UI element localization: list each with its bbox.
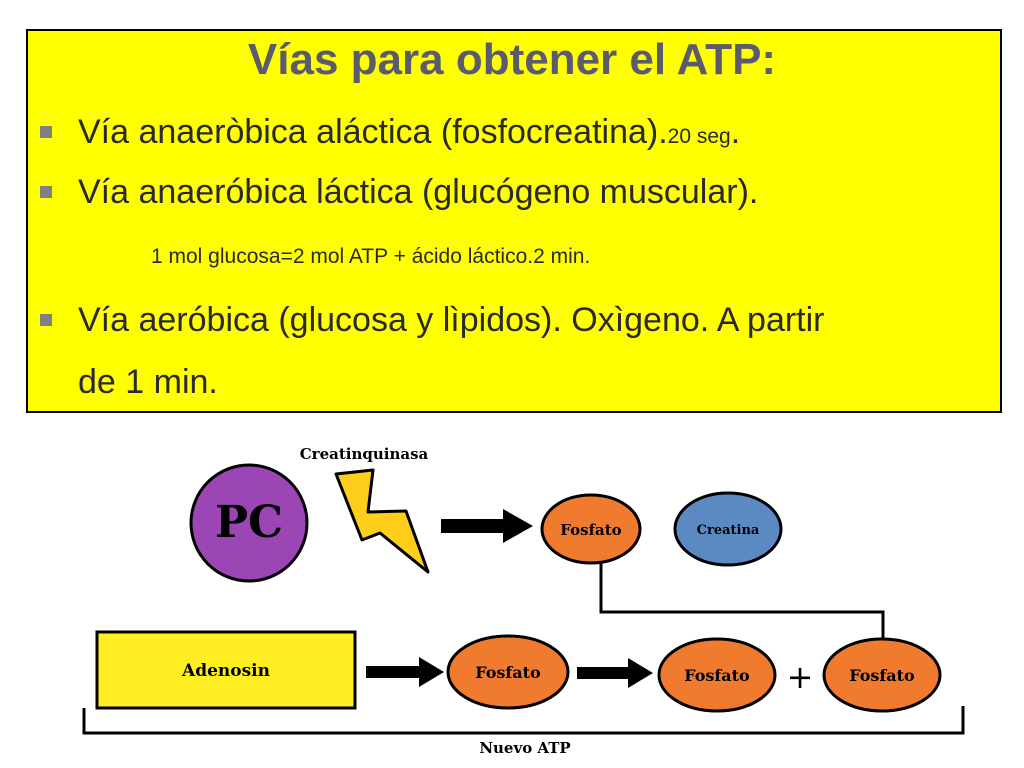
arrow-shaft	[366, 666, 422, 678]
bullet-period: .	[730, 113, 741, 151]
bullet-time: 20 seg	[667, 125, 731, 148]
fosfato-label-top: Fosfato	[560, 521, 621, 539]
connector-line	[599, 563, 885, 640]
creatina-label: Creatina	[697, 523, 760, 538]
nuevo-atp-label: Nuevo ATP	[479, 739, 570, 757]
bullet-lactic: Vía anaeróbica láctica (glucógeno muscul…	[40, 164, 759, 220]
arrow-head-icon	[628, 658, 653, 688]
fosfato-circle-2	[657, 637, 777, 713]
slide-title: Vías para obtener el ATP:	[247, 35, 777, 84]
fosfato-label-1: Fosfato	[475, 663, 541, 682]
creatina-circle	[673, 491, 783, 567]
atp-bracket	[82, 706, 965, 735]
pc-circle	[189, 463, 309, 583]
bullet-period: .	[748, 173, 759, 211]
bullet-square-icon	[40, 126, 52, 138]
bullet-alactic: Vía anaeròbica aláctica (fosfocreatina).…	[40, 104, 741, 165]
arrow-head-icon	[503, 509, 533, 543]
glucose-equation: 1 mol glucosa=2 mol ATP + ácido láctico.…	[151, 245, 591, 268]
enzyme-label: Creatinquinasa	[300, 445, 429, 463]
arrow-head-icon	[419, 657, 444, 687]
arrow-shaft	[441, 519, 506, 533]
fosfato-label-3: Fosfato	[849, 666, 915, 685]
pc-label: PC	[215, 497, 283, 548]
bullet-square-icon	[40, 186, 52, 198]
bullet-square-icon	[40, 314, 52, 326]
fosfato-circle-1	[446, 634, 570, 710]
bullet-text: Vía anaeròbica aláctica (fosfocreatina).	[78, 113, 668, 151]
arrow-shaft	[577, 667, 631, 679]
bullet-aerobic-continuation: de 1 min.	[78, 363, 218, 401]
fosfato-label-2: Fosfato	[684, 666, 750, 685]
plus-sign: +	[787, 658, 814, 696]
objectives-box	[26, 29, 1002, 413]
bullet-text: Vía aeróbica (glucosa y lìpidos). Oxìgen…	[78, 301, 825, 339]
bullet-aerobic: Vía aeróbica (glucosa y lìpidos). Oxìgen…	[40, 292, 825, 348]
fosfato-circle-top	[540, 493, 642, 565]
adenosin-label: Adenosin	[181, 661, 270, 681]
fosfato-circle-3	[822, 637, 942, 713]
adenosin-box	[95, 630, 357, 710]
bullet-text: Vía anaeróbica láctica (glucógeno muscul…	[78, 173, 749, 211]
lightning-icon	[334, 468, 430, 574]
